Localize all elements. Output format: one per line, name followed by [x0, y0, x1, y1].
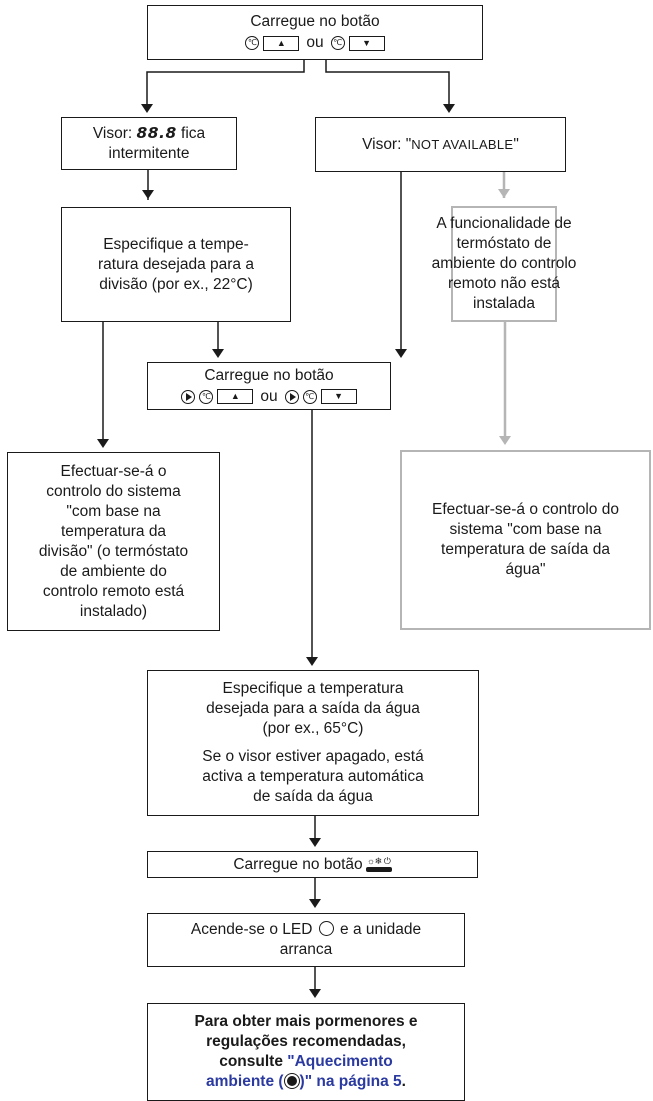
onoff-symbols: ☼❄ ⏻ [366, 856, 391, 866]
room-control-line: controlo remoto está [42, 582, 185, 600]
start-button-row: ℃ ▲ ou ℃ ▼ [245, 33, 385, 53]
not-installed-box: A funcionalidade de termóstato de ambien… [432, 206, 576, 322]
connector-start-split [146, 60, 305, 105]
specify-water-note: de saída da água [253, 788, 373, 805]
specify-room-line: ratura desejada para a [98, 255, 254, 273]
not-installed-line: ambiente do controlo [431, 255, 577, 272]
water-control-line: Efectuar-se-á o controlo do [432, 501, 619, 518]
not-installed-line: A funcionalidade de [436, 215, 572, 232]
up-arrow-button-icon: ▲ [263, 35, 300, 51]
water-control-line: temperatura de saída da [441, 541, 610, 558]
display-suffix: fica [181, 125, 206, 142]
not-installed-line: termóstato de [456, 235, 552, 252]
display-blink-box: Visor: 88.8 fica intermitente [61, 117, 237, 170]
room-control-line: de ambiente do [60, 562, 167, 580]
water-control-box: Efectuar-se-á o controlo do sistema "com… [400, 450, 651, 630]
specify-water-note: Se o visor estiver apagado, está [202, 748, 424, 765]
not-available-text: NOT AVAILABLE [411, 136, 514, 152]
room-control-line: instalado) [79, 602, 148, 620]
display-na-line: Visor: "NOT AVAILABLE" [362, 135, 519, 155]
room-control-line: controlo do sistema [46, 482, 181, 500]
arrowhead-icon [499, 436, 511, 445]
led-before-text: Acende-se o LED [190, 921, 313, 938]
room-control-line: divisão" (o termóstato [38, 542, 189, 560]
specify-water-line: (por ex., 65°C) [262, 720, 364, 737]
onoff-bar [365, 867, 392, 872]
not-installed-line: remoto não está [448, 275, 561, 292]
down-arrow-button-icon: ▼ [348, 35, 385, 51]
arrowhead-icon [309, 838, 321, 847]
display-blink-line1: Visor: 88.8 fica [93, 123, 205, 144]
specify-room-temp-box: Especifique a tempe- ratura desejada par… [61, 207, 291, 322]
display-na-box: Visor: "NOT AVAILABLE" [315, 117, 566, 172]
specify-room-line: Especifique a tempe- [103, 235, 249, 253]
not-installed-line: instalada [472, 295, 536, 312]
arrowhead-icon [395, 349, 407, 358]
room-control-line: "com base na [66, 502, 161, 520]
start-box: Carregue no botão ℃ ▲ ou ℃ ▼ [147, 5, 483, 60]
final-line3: consulte "Aquecimento [219, 1052, 393, 1072]
room-control-box: Efectuar-se-á o controlo do sistema "com… [7, 452, 220, 631]
final-line1: Para obter mais pormenores e [194, 1013, 418, 1030]
arrowhead-icon [142, 190, 154, 199]
led-line1: Acende-se o LED e a unidade [191, 920, 421, 940]
display-na-prefix: Visor: [362, 135, 406, 153]
led-line2: arranca [279, 941, 333, 958]
aquecimento-link[interactable]: "Aquecimento [287, 1053, 393, 1070]
arrowhead-icon [309, 989, 321, 998]
arrowhead-icon [141, 104, 153, 113]
or-text: ou [260, 387, 278, 405]
final-note-box: Para obter mais pormenores e regulações … [147, 1003, 465, 1101]
room-control-line: Efectuar-se-á o [60, 462, 167, 480]
down-arrow-button-icon: ▼ [320, 389, 357, 404]
led-icon [318, 921, 334, 936]
final-consult-text: consulte [219, 1053, 288, 1070]
water-control-line: sistema "com base na [449, 521, 602, 538]
heating-sun-icon [286, 1076, 297, 1086]
final-line2: regulações recomendadas, [206, 1033, 406, 1050]
thermostat-icon: ℃ [199, 389, 214, 404]
onoff-button-icon: ☼❄ ⏻ [365, 856, 392, 872]
room-control-line: temperatura da [60, 522, 167, 540]
arrowhead-icon [212, 349, 224, 358]
final-line4: ambiente ( )" na página 5. [206, 1072, 406, 1092]
page-ref-link[interactable]: )" na página 5 [299, 1073, 402, 1090]
specify-water-line: desejada para a saída da água [206, 700, 420, 717]
final-period: . [401, 1073, 406, 1090]
connector-start-right [325, 60, 450, 105]
specify-water-temp-box: Especifique a temperatura desejada para … [147, 670, 479, 816]
quote-open: " [405, 135, 412, 153]
aquecimento-link-cont[interactable]: ambiente ( [206, 1073, 284, 1090]
led-after-text: e a unidade [340, 921, 422, 938]
press2-label: Carregue no botão [204, 366, 334, 384]
quote-close: " [513, 135, 519, 153]
specify-room-line: divisão (por ex., 22°C) [99, 275, 253, 293]
specify-water-note: activa a temperatura automática [202, 768, 424, 785]
arrowhead-icon [309, 899, 321, 908]
seven-segment-display: 88.8 [136, 124, 177, 142]
press2-button-row: ℃ ▲ ou ℃ ▼ [181, 387, 357, 407]
play-icon [181, 389, 196, 404]
arrowhead-icon [306, 657, 318, 666]
thermostat-icon: ℃ [302, 389, 317, 404]
led-on-box: Acende-se o LED e a unidade arranca [147, 913, 465, 967]
press-button-box-2: Carregue no botão ℃ ▲ ou ℃ ▼ [147, 362, 391, 410]
thermostat-icon: ℃ [330, 36, 345, 50]
press-onoff-label: Carregue no botão [233, 855, 363, 873]
display-blink-line2: intermitente [108, 145, 190, 162]
play-icon [284, 389, 299, 404]
arrowhead-icon [97, 439, 109, 448]
arrowhead-icon [443, 104, 455, 113]
start-label: Carregue no botão [250, 13, 380, 30]
water-control-line: água" [505, 561, 546, 578]
or-text: ou [306, 34, 324, 51]
thermostat-icon: ℃ [245, 36, 260, 50]
arrowhead-icon [498, 189, 510, 198]
press-onoff-box: Carregue no botão ☼❄ ⏻ [147, 851, 478, 878]
up-arrow-button-icon: ▲ [217, 389, 254, 404]
display-prefix: Visor: [92, 125, 133, 142]
specify-water-line: Especifique a temperatura [222, 680, 404, 697]
